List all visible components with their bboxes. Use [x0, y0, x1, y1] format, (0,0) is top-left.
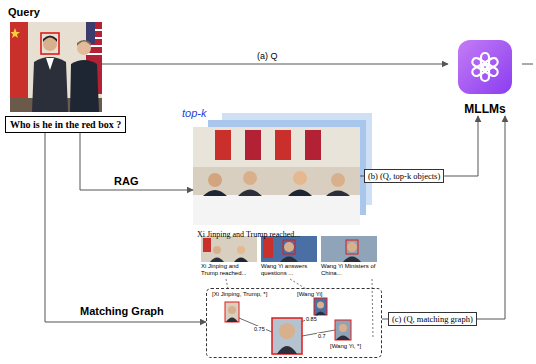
- art-shape: [203, 190, 227, 196]
- top-k-label: top-k: [182, 107, 206, 119]
- art-shape: [46, 58, 54, 70]
- node-text: MLLMs: [448, 102, 522, 116]
- art-shape: [210, 258, 224, 263]
- art-shape: [263, 238, 273, 258]
- node-text: 0.7: [317, 333, 327, 339]
- art-shape: [201, 236, 257, 262]
- node-text: Who is he in the red box ?: [10, 119, 121, 130]
- art-shape: [305, 130, 321, 160]
- art-shape: [471, 57, 489, 72]
- art-shape: [317, 302, 324, 309]
- art-shape: [208, 173, 222, 187]
- mllm-node: MLLMs: [448, 38, 522, 116]
- art-shape: [261, 236, 317, 262]
- art-shape: [331, 173, 345, 187]
- art-shape: [321, 236, 377, 262]
- art-shape: [336, 336, 350, 341]
- art-shape: [234, 258, 248, 263]
- art-shape: [32, 57, 68, 112]
- image-caption: Wang Yi Ministers of China...: [321, 263, 377, 277]
- query-photo: [10, 22, 102, 112]
- art-shape: [238, 190, 262, 197]
- art-shape: [228, 306, 236, 314]
- art-shape: [280, 257, 298, 263]
- art-shape: [41, 33, 59, 54]
- art-shape: [193, 195, 360, 225]
- art-shape: [215, 130, 231, 160]
- connector: [45, 133, 206, 322]
- art-shape: [272, 318, 302, 354]
- query-image: Query: [10, 22, 102, 112]
- node-text: (c) (Q, matching graph): [392, 314, 473, 324]
- art-shape: [288, 190, 312, 197]
- art-shape: [346, 240, 358, 254]
- edge-label: RAG: [112, 175, 140, 187]
- art-shape: [11, 28, 21, 38]
- art-shape: [10, 22, 102, 112]
- art-shape: [335, 320, 351, 340]
- art-shape: [283, 240, 295, 254]
- edge-label: Matching Graph: [78, 305, 166, 317]
- image-caption: Xi Jinping and Trump reached...: [201, 263, 257, 277]
- art-shape: [522, 64, 533, 65]
- node-text: Xi Jinping and Trump reached...: [197, 230, 300, 239]
- art-shape: [471, 53, 499, 81]
- art-shape: [245, 130, 261, 160]
- mllm-icon: [458, 40, 533, 94]
- input-box: (b) (Q, top-k objects): [364, 169, 444, 183]
- node-text: 0.75: [253, 326, 266, 332]
- node-text: [Xi Jinping, Trump, *]: [212, 291, 267, 297]
- art-shape: [347, 242, 357, 252]
- art-shape: [70, 60, 99, 112]
- connector: [102, 64, 448, 65]
- input-box: (c) (Q, matching graph): [388, 312, 477, 326]
- node-text: [Wang Yi]: [297, 291, 322, 297]
- art-shape: [458, 40, 512, 94]
- art-shape: [284, 242, 294, 252]
- art-shape: [77, 41, 91, 55]
- rag-results: Xi Jinping and Trump reached...: [193, 127, 360, 241]
- node-text: [Wang Yi, *]: [330, 343, 361, 349]
- art-shape: [243, 171, 257, 185]
- edge-label: (a) Q: [255, 51, 280, 61]
- retrieved-image-stack: [193, 113, 372, 225]
- art-shape: [314, 298, 327, 315]
- art-shape: [226, 318, 238, 323]
- node-text: (b) (Q, top-k objects): [368, 171, 440, 181]
- art-shape: [315, 312, 326, 316]
- art-shape: [193, 127, 360, 225]
- art-shape: [225, 302, 239, 322]
- art-shape: [293, 171, 307, 185]
- image-caption: Wang Yi answers questions ...: [261, 263, 317, 277]
- art-shape: [43, 36, 57, 43]
- connector: [80, 133, 193, 190]
- node-text: 0.85: [305, 316, 318, 322]
- art-shape: [339, 324, 347, 332]
- art-shape: [326, 191, 350, 197]
- connector: [477, 116, 505, 319]
- art-shape: [279, 323, 295, 339]
- graph-box: [Xi Jinping, Trump, *] [Wang Yi] [Wang Yi,…: [206, 288, 382, 358]
- question-box: Who is he in the red box ?: [5, 116, 126, 133]
- art-shape: [301, 315, 318, 322]
- art-shape: [277, 346, 297, 354]
- art-shape: [237, 246, 245, 254]
- art-shape: [343, 257, 361, 263]
- node-text: Query: [8, 6, 40, 18]
- art-shape: [275, 130, 291, 160]
- connector: [444, 116, 478, 176]
- art-shape: [77, 40, 91, 46]
- art-shape: [193, 127, 360, 167]
- thumbnail-images: [201, 236, 377, 262]
- art-shape: [213, 246, 221, 254]
- art-shape: [239, 318, 272, 332]
- art-shape: [203, 238, 211, 252]
